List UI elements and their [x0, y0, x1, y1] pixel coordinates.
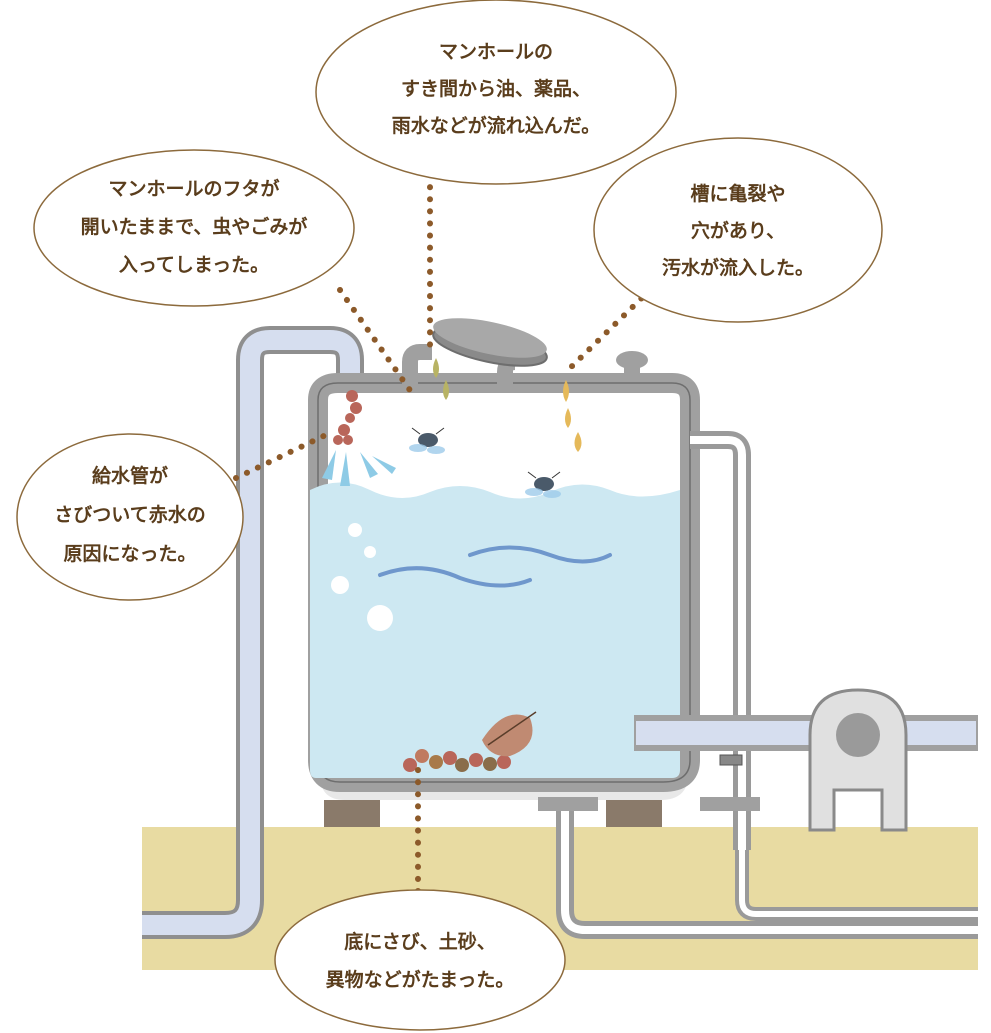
leader-tank-crack	[563, 287, 653, 375]
oil-drops	[433, 358, 449, 400]
vent-cap	[616, 351, 648, 382]
crack-leak	[563, 380, 582, 452]
callout-bottom-sediment: 底にさび、土砂、 異物などがたまった。	[274, 889, 566, 1031]
callout-manhole-gap: マンホールの すき間から油、薬品、 雨水などが流れ込んだ。	[315, 0, 677, 185]
callout-manhole-lid: マンホールのフタが 開いたままで、虫やごみが 入ってしまった。	[33, 149, 355, 307]
tank-foot	[324, 800, 380, 827]
outlet-pipe	[634, 715, 978, 751]
supply-pipe	[142, 326, 364, 939]
callout-text-line: 汚水が流入した。	[662, 256, 814, 279]
callout-text-line: マンホールのフタが	[108, 177, 279, 200]
callout-rusty-pipe: 給水管が さびついて赤水の 原因になった。	[16, 433, 244, 601]
insect-icon	[525, 471, 561, 498]
tank-foot	[606, 800, 662, 827]
callout-text-line: さびついて赤水の	[54, 504, 205, 526]
callout-text-line: 穴があり、	[691, 219, 785, 242]
callout-text-line: 開いたままで、虫やごみが	[81, 215, 308, 238]
callout-text-line: 雨水などが流れ込んだ。	[392, 114, 600, 137]
water-wave	[468, 545, 612, 564]
callout-text-line: 底にさび、土砂、	[344, 930, 496, 953]
air-bubble	[348, 523, 362, 537]
callout-text-line: マンホールの	[439, 41, 553, 63]
air-bubble	[364, 546, 376, 558]
air-bubble	[367, 605, 393, 631]
pump	[808, 688, 908, 832]
drain-pipe	[538, 797, 978, 939]
callout-text-line: すき間から油、薬品、	[401, 77, 591, 100]
bottom-sediment	[403, 749, 511, 772]
leader-lines	[233, 172, 653, 913]
callout-text-line: 給水管が	[92, 464, 168, 487]
callout-tank-crack: 槽に亀裂や 穴があり、 汚水が流入した。	[593, 137, 883, 323]
leader-manhole-lid	[337, 287, 417, 399]
mesh-screen	[719, 754, 743, 766]
manhole	[402, 318, 548, 385]
callout-text-line: 入ってしまった。	[119, 254, 269, 276]
callout-text-line: 原因になった。	[63, 543, 196, 565]
air-bubble	[331, 576, 349, 594]
overflow-pipe	[690, 431, 751, 850]
rust-on-pipe	[333, 390, 362, 445]
tank-water	[310, 482, 680, 778]
callout-text-line: 異物などがたまった。	[326, 968, 515, 991]
insect-icon	[409, 427, 445, 454]
leaf	[482, 711, 537, 757]
inlet-spray	[322, 450, 396, 486]
callout-text-line: 槽に亀裂や	[690, 182, 785, 205]
water-wave	[378, 566, 532, 588]
